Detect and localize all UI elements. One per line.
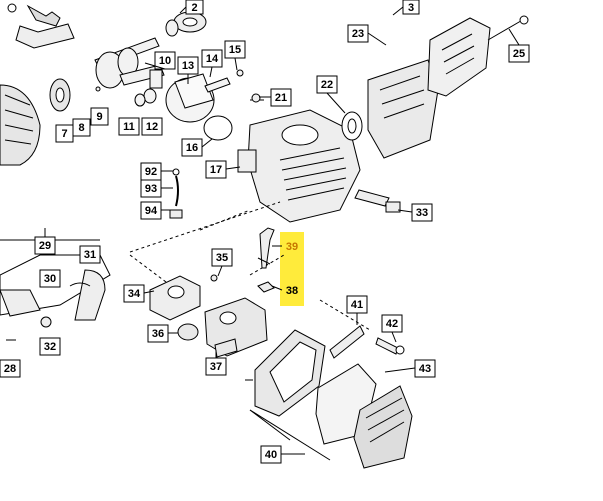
part-29-number: 29 — [39, 240, 51, 252]
part-40-callout[interactable]: 40 — [260, 445, 282, 464]
part-42-number: 42 — [386, 318, 398, 330]
part-37-callout[interactable]: 37 — [205, 357, 227, 376]
part-21-callout[interactable]: 21 — [270, 88, 292, 107]
part-31-callout[interactable]: 31 — [79, 245, 101, 264]
part-94-number: 94 — [145, 205, 158, 217]
air-filter-drawing — [315, 363, 413, 469]
part-2-number: 2 — [191, 2, 197, 14]
part-23-number: 23 — [352, 28, 364, 40]
part-34-number: 34 — [128, 288, 141, 300]
guide-lines — [129, 201, 371, 331]
part-14-number: 14 — [206, 53, 219, 65]
part-92-number: 92 — [145, 166, 157, 178]
piston-drawing — [95, 69, 244, 141]
part-35-number: 35 — [216, 252, 228, 264]
cylinder-drawing — [237, 93, 361, 223]
intake-drawing — [149, 274, 218, 321]
part-39-number: 39 — [286, 241, 298, 253]
part-25-number: 25 — [513, 48, 525, 60]
part-22-number: 22 — [321, 79, 333, 91]
part-10-callout[interactable]: 10 — [154, 51, 176, 70]
part-30-number: 30 — [44, 273, 56, 285]
part-38-callout[interactable]: 38 — [286, 285, 298, 297]
part-34-callout[interactable]: 34 — [123, 284, 145, 303]
part-30-callout[interactable]: 30 — [39, 269, 61, 288]
part-39-callout[interactable]: 39 — [286, 241, 298, 253]
part-3-callout[interactable]: 3 — [402, 0, 420, 15]
part-43-callout[interactable]: 43 — [414, 359, 436, 378]
fuel-line-drawing — [169, 168, 183, 219]
part-28-number: 28 — [4, 363, 16, 375]
part-28-callout[interactable]: 28 — [0, 359, 21, 378]
part-10-number: 10 — [159, 55, 171, 67]
carburetor-drawing — [177, 297, 268, 358]
part-23-callout[interactable]: 23 — [347, 24, 369, 43]
part-8-callout[interactable]: 8 — [72, 118, 91, 137]
part-15-number: 15 — [229, 44, 241, 56]
part-36-number: 36 — [152, 328, 164, 340]
part-32-callout[interactable]: 32 — [39, 337, 61, 356]
part-21-number: 21 — [275, 92, 287, 104]
part-41-callout[interactable]: 41 — [346, 295, 368, 314]
part-11-callout[interactable]: 11 — [118, 117, 140, 136]
part-33-number: 33 — [416, 207, 428, 219]
part-93-number: 93 — [145, 183, 157, 195]
part-7-callout[interactable]: 7 — [55, 124, 74, 143]
part-11-number: 11 — [123, 121, 135, 133]
part-35-callout[interactable]: 35 — [211, 248, 233, 267]
part-7-number: 7 — [61, 128, 67, 140]
bracket-drawing — [329, 325, 405, 359]
part-25-callout[interactable]: 25 — [508, 44, 530, 63]
highlight-band — [280, 232, 304, 306]
part-9-number: 9 — [96, 111, 102, 123]
part-17-callout[interactable]: 17 — [205, 160, 227, 179]
part-36-callout[interactable]: 36 — [147, 324, 169, 343]
part-93-callout[interactable]: 93 — [140, 179, 162, 198]
part-92-callout[interactable]: 92 — [140, 162, 162, 181]
part-13-callout[interactable]: 13 — [177, 56, 199, 75]
part-37-number: 37 — [210, 361, 222, 373]
part-94-callout[interactable]: 94 — [140, 201, 162, 220]
part-31-number: 31 — [84, 249, 96, 261]
part-41-number: 41 — [351, 299, 363, 311]
part-16-callout[interactable]: 16 — [181, 138, 203, 157]
part-17-number: 17 — [210, 164, 222, 176]
leader-lines — [143, 6, 520, 455]
part-33-callout[interactable]: 33 — [411, 203, 433, 222]
part-12-number: 12 — [146, 121, 158, 133]
part-32-number: 32 — [44, 341, 56, 353]
spark-plug-drawing — [354, 189, 401, 213]
flywheel-drawing — [0, 78, 71, 166]
part-8-number: 8 — [78, 122, 84, 134]
part-13-number: 13 — [182, 60, 194, 72]
air-filter-base-drawing — [245, 329, 326, 417]
part-15-callout[interactable]: 15 — [224, 40, 246, 59]
part-16-number: 16 — [186, 142, 198, 154]
crankshaft-drawing — [94, 11, 207, 89]
part-9-callout[interactable]: 9 — [90, 107, 109, 126]
choke-lever-drawing — [257, 227, 275, 293]
part-drawing-top-left — [7, 3, 75, 49]
part-3-number: 3 — [408, 2, 414, 14]
part-29-callout[interactable]: 29 — [34, 236, 56, 255]
part-42-callout[interactable]: 42 — [381, 314, 403, 333]
muffler-drawing — [367, 59, 439, 159]
heat-shield-drawing — [427, 15, 529, 97]
part-22-callout[interactable]: 22 — [316, 75, 338, 94]
part-40-number: 40 — [265, 449, 277, 461]
part-2-callout[interactable]: 2 — [185, 0, 204, 15]
part-43-number: 43 — [419, 363, 431, 375]
handle-assembly-drawing — [0, 254, 111, 341]
part-12-callout[interactable]: 12 — [141, 117, 163, 136]
part-38-number: 38 — [286, 285, 298, 297]
gasket-drawing — [341, 111, 363, 141]
part-14-callout[interactable]: 14 — [201, 49, 223, 68]
